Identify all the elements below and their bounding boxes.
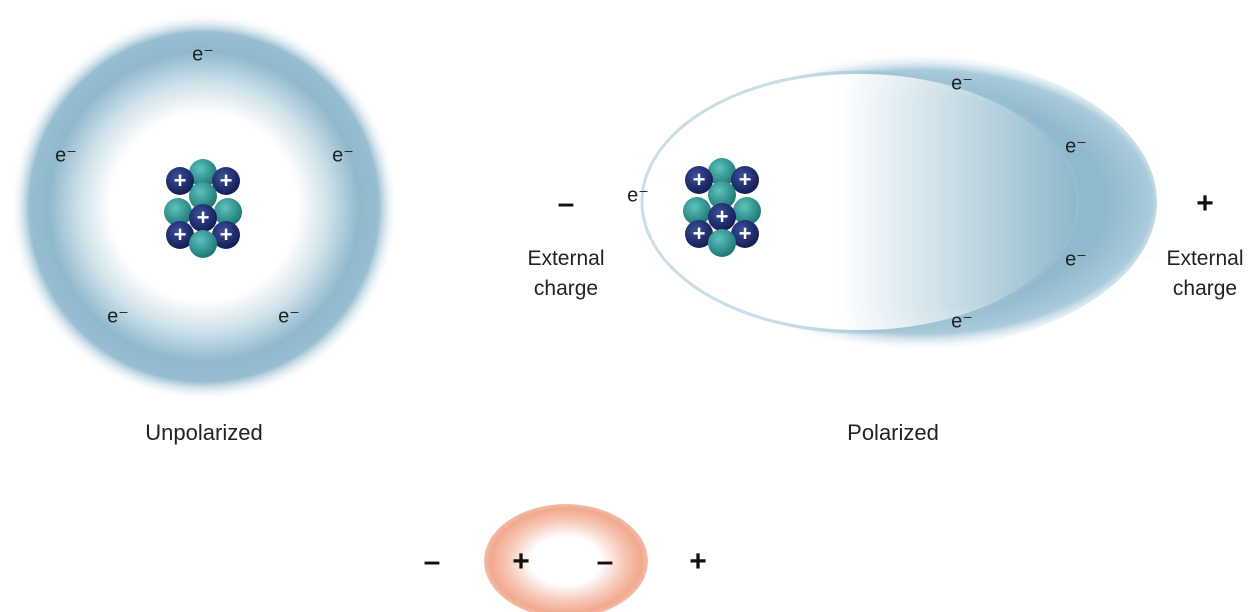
electron-label: e⁻ [1065,248,1087,271]
neutron [708,229,736,257]
nucleus: + + + + + [683,158,761,257]
proton [731,166,759,194]
neutron [683,197,711,225]
induced-dipole [484,504,648,612]
neutron [189,182,217,210]
proton [166,167,194,195]
electron-label: e⁻ [951,72,973,95]
polarized-electron-cloud [633,52,1157,352]
caption-polarized: Polarized [847,420,939,445]
electron-label: e⁻ [55,144,77,167]
neutron [733,197,761,225]
neutron [214,198,242,226]
external-charge-label-left: External charge [527,247,605,301]
proton [685,166,713,194]
dipole-inner-positive-sign: + [512,545,530,578]
neutron [189,230,217,258]
neutron [708,181,736,209]
electron-label: e⁻ [278,305,300,328]
external-positive-charge: + [1196,187,1214,220]
neutron [164,198,192,226]
proton-plus-sign: + [739,221,752,246]
neutron [708,158,736,186]
proton-plus-sign: + [220,168,233,193]
electron-label: e⁻ [1065,135,1087,158]
proton-plus-sign: + [693,167,706,192]
proton-plus-sign: + [716,204,729,229]
proton [685,220,713,248]
dipole-inner-negative-sign: – [596,545,614,578]
electron-label: e⁻ [951,310,973,333]
proton [212,167,240,195]
electron-label: e⁻ [107,305,129,328]
proton-plus-sign: + [174,222,187,247]
dipole-outer-positive-sign: + [689,545,707,578]
dipole-outer-negative-sign: – [423,545,441,578]
electron-label: e⁻ [192,43,214,66]
proton-plus-sign: + [220,222,233,247]
proton [731,220,759,248]
proton [166,221,194,249]
neutron [189,159,217,187]
proton [189,204,217,232]
external-charge-label-right: External charge [1166,247,1244,301]
nucleus: + + + + + [164,159,242,258]
caption-unpolarized: Unpolarized [145,420,263,445]
proton-plus-sign: + [739,167,752,192]
proton [708,203,736,231]
proton-plus-sign: + [174,168,187,193]
electron-label: e⁻ [332,144,354,167]
external-negative-charge: – [557,187,575,220]
proton-plus-sign: + [693,221,706,246]
electron-label: e⁻ [627,184,649,207]
proton [212,221,240,249]
proton-plus-sign: + [197,205,210,230]
